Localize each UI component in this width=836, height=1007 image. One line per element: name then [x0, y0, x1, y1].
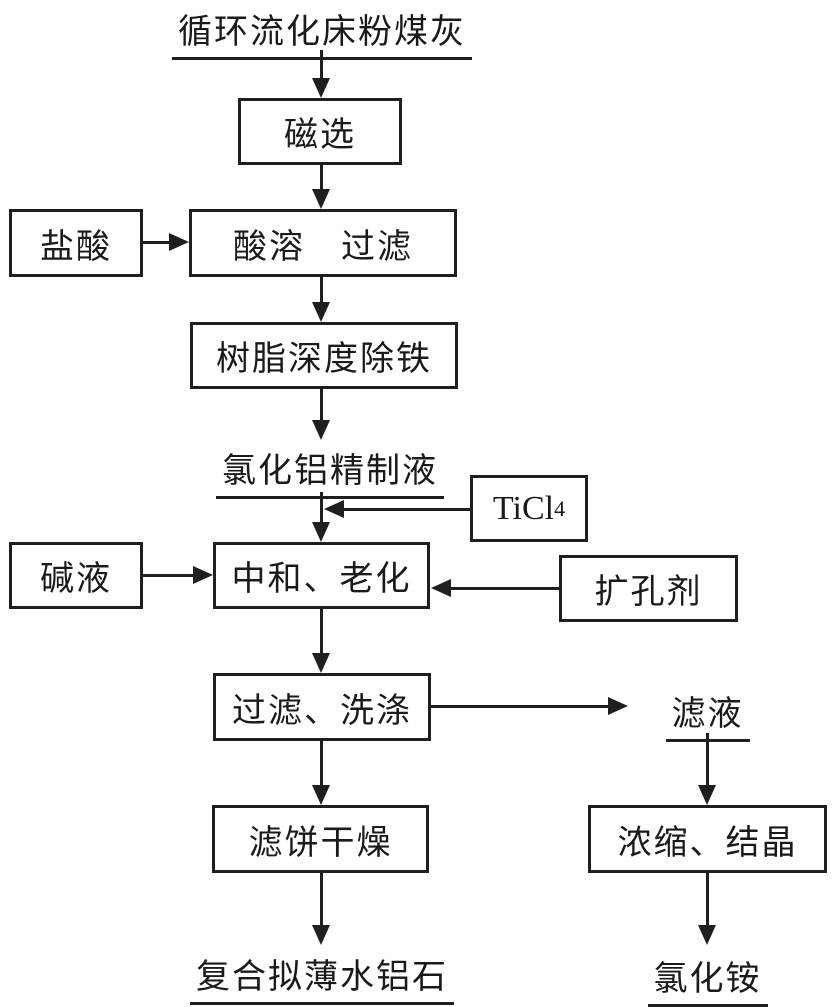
arrowhead-ticl4-to-neutralization: [324, 500, 344, 518]
box-resin-iron-removal-label: 树脂深度除铁: [216, 341, 432, 378]
arrow-line-acid-to-resin: [320, 277, 323, 304]
arrowhead-acid-to-resin: [312, 302, 330, 322]
arrow-line-source-to-magnetic: [320, 50, 323, 80]
arrowhead-source-to-magnetic: [312, 78, 330, 98]
arrow-line-ticl4-to-neutralization: [344, 508, 470, 511]
box-magnetic-separation-label: 磁选: [284, 117, 356, 154]
box-pore-expander: 扩孔剂: [559, 555, 738, 622]
arrow-line-filtration-to-filtrate: [431, 705, 611, 708]
arrow-line-resin-to-refined: [320, 389, 323, 422]
arrowhead-filtrate-to-concentration: [698, 785, 716, 805]
arrowhead-magnetic-to-acid: [312, 189, 330, 209]
box-hydrochloric-acid-label: 盐酸: [40, 228, 112, 266]
box-alkali-solution-label: 碱液: [40, 561, 112, 598]
label-composite-pseudoboehmite-text: 复合拟薄水铝石: [190, 949, 454, 1005]
arrowhead-concentration-to-nh4cl: [698, 925, 716, 945]
box-filtration-washing-label: 过滤、洗涤: [232, 692, 412, 730]
arrow-line-concentration-to-nh4cl: [706, 873, 709, 927]
arrow-line-filtration-to-cakedrying: [320, 741, 323, 787]
box-concentration-crystallization: 浓缩、结晶: [588, 805, 827, 873]
box-magnetic-separation: 磁选: [238, 98, 402, 165]
arrowhead-pore-to-neutralization: [431, 579, 451, 597]
box-concentration-crystallization-label: 浓缩、结晶: [617, 824, 798, 862]
label-refined-aluminum-chloride: 氯化铝精制液: [200, 443, 460, 499]
arrow-line-neutralization-to-filtration: [320, 609, 323, 655]
box-pore-expander-label: 扩孔剂: [594, 574, 703, 611]
label-ammonium-chloride: 氯化铵: [630, 951, 785, 1007]
label-ammonium-chloride-text: 氯化铵: [647, 951, 768, 1007]
arrow-line-cakedrying-to-product: [320, 873, 323, 927]
box-neutralization-aging: 中和、老化: [213, 542, 430, 609]
box-acid-dissolution-filtration-label: 酸溶 过滤: [233, 228, 413, 266]
label-refined-aluminum-chloride-text: 氯化铝精制液: [216, 443, 444, 499]
arrowhead-hcl-to-acid: [169, 233, 189, 251]
arrowhead-cakedrying-to-product: [312, 925, 330, 945]
arrow-line-pore-to-neutralization: [451, 587, 559, 590]
box-resin-iron-removal: 树脂深度除铁: [190, 322, 458, 389]
arrow-line-filtrate-to-concentration: [706, 733, 709, 787]
box-ticl4-label: TiCl: [492, 489, 555, 527]
arrowhead-refined-to-neutralization: [312, 522, 330, 542]
arrowhead-filtration-to-cakedrying: [312, 785, 330, 805]
arrow-line-hcl-to-acid: [143, 241, 171, 244]
label-composite-pseudoboehmite: 复合拟薄水铝石: [150, 949, 494, 1005]
box-neutralization-aging-label: 中和、老化: [231, 561, 412, 598]
box-alkali-solution: 碱液: [9, 542, 143, 609]
arrow-line-refined-to-neutralization: [320, 492, 323, 524]
box-filter-cake-drying: 滤饼干燥: [212, 805, 429, 873]
box-filtration-washing: 过滤、洗涤: [213, 673, 431, 741]
arrowhead-resin-to-refined: [312, 420, 330, 440]
box-hydrochloric-acid: 盐酸: [9, 209, 143, 277]
arrowhead-alkali-to-neutralization: [193, 566, 213, 584]
arrowhead-neutralization-to-filtration: [312, 653, 330, 673]
box-acid-dissolution-filtration: 酸溶 过滤: [189, 209, 457, 277]
arrow-line-alkali-to-neutralization: [143, 574, 195, 577]
arrowhead-filtration-to-filtrate: [608, 697, 628, 715]
box-filter-cake-drying-label: 滤饼干燥: [248, 824, 393, 862]
arrow-line-magnetic-to-acid: [320, 165, 323, 191]
